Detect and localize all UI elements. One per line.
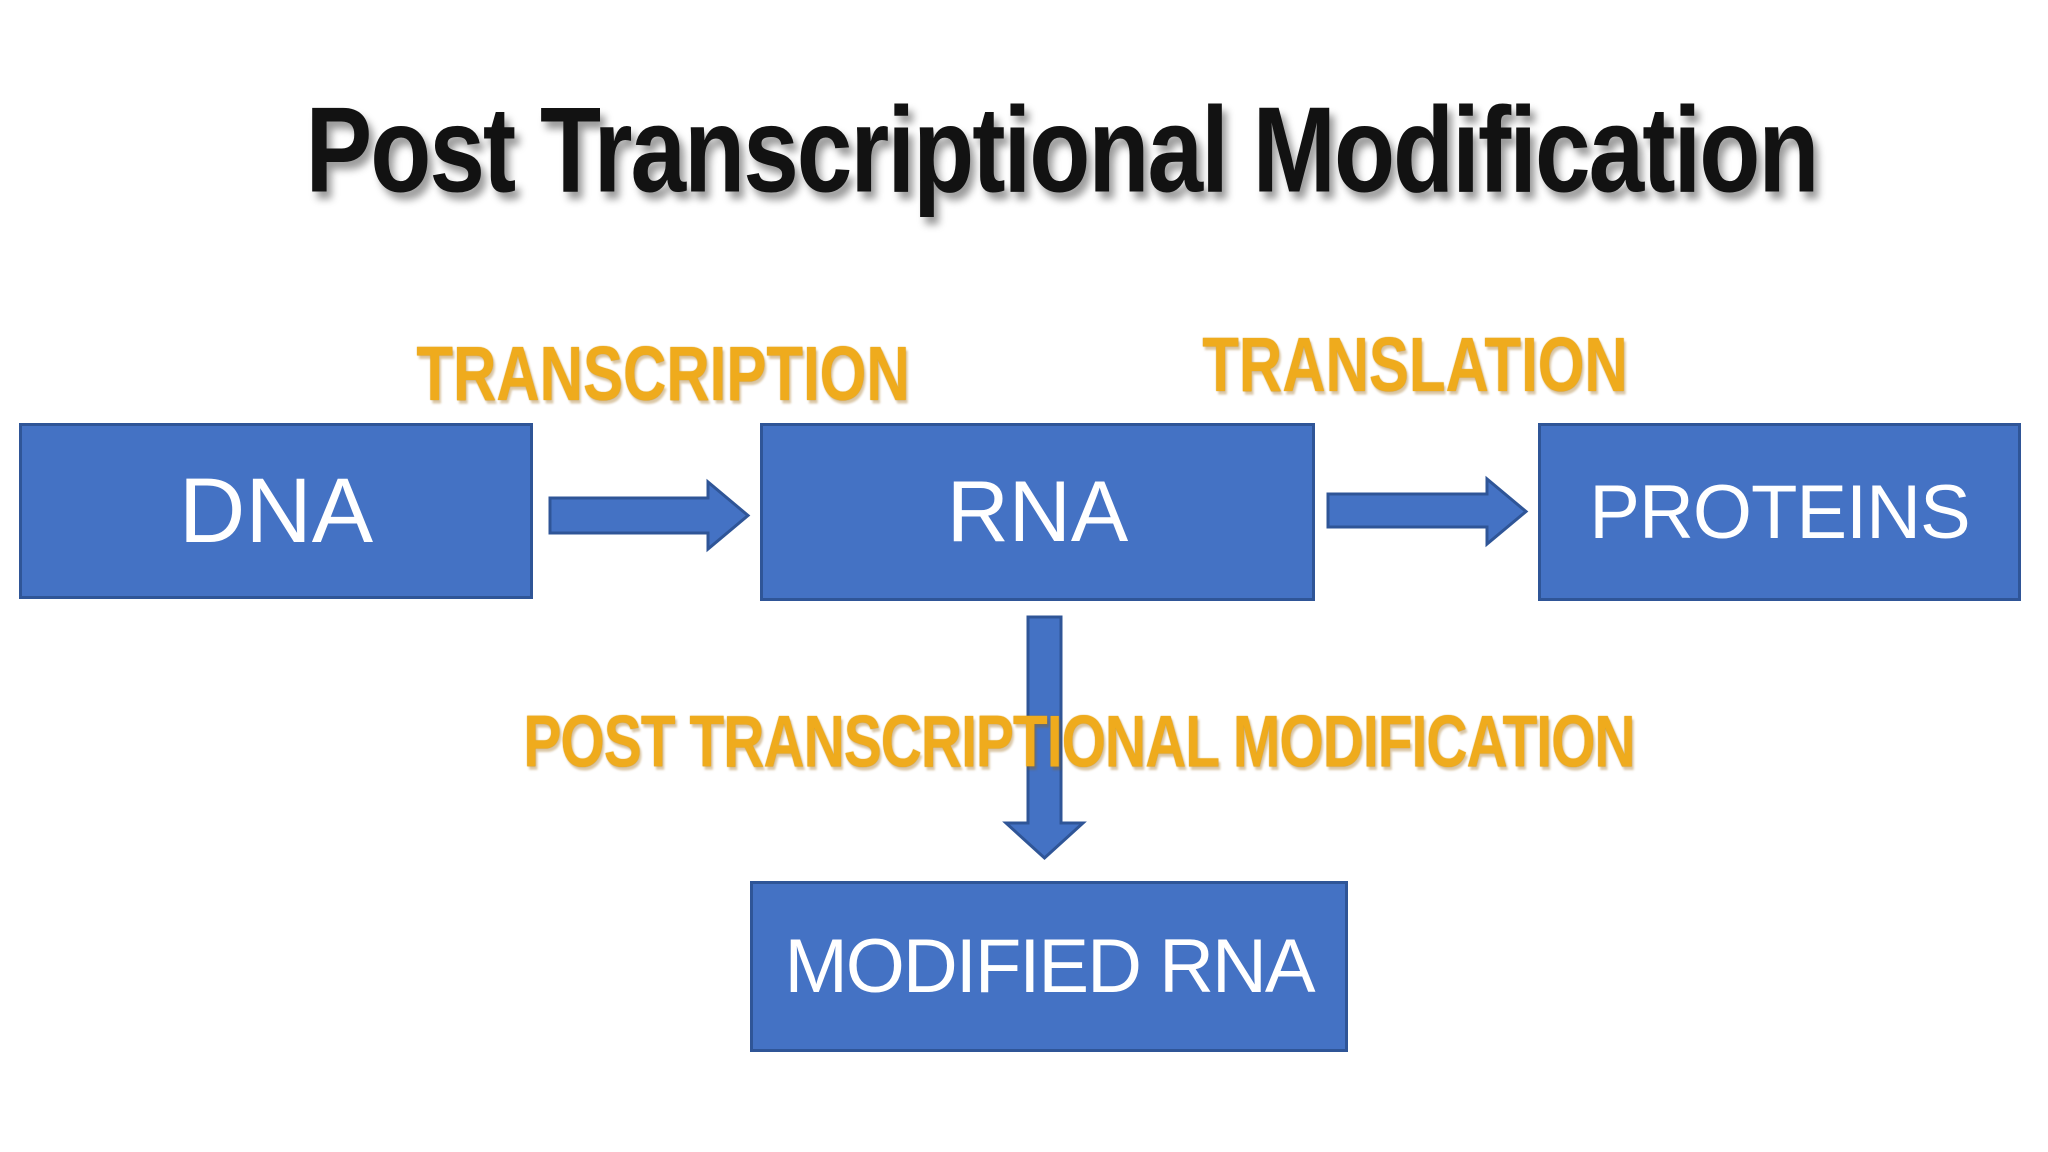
node-modified-rna: MODIFIED RNA	[750, 881, 1348, 1052]
arrow-rna-to-modified-rna-icon	[1002, 615, 1087, 861]
post-transcriptional-modification-process-label: POST TRANSCRIPTIONAL MODIFICATION	[523, 701, 1635, 783]
node-proteins-label: PROTEINS	[1589, 469, 1970, 555]
page-title: Post Transcriptional Modification	[305, 81, 1820, 218]
node-modified-rna-label: MODIFIED RNA	[784, 924, 1315, 1009]
translation-process-label: TRANSLATION	[1202, 321, 1628, 407]
node-dna: DNA	[19, 423, 533, 599]
arrow-dna-to-rna-icon	[548, 478, 751, 553]
transcription-process-label: TRANSCRIPTION	[416, 330, 910, 416]
node-dna-label: DNA	[178, 459, 374, 562]
arrow-rna-to-proteins-icon	[1326, 475, 1529, 548]
node-rna-label: RNA	[946, 463, 1129, 560]
node-rna: RNA	[760, 423, 1315, 601]
node-proteins: PROTEINS	[1538, 423, 2021, 601]
